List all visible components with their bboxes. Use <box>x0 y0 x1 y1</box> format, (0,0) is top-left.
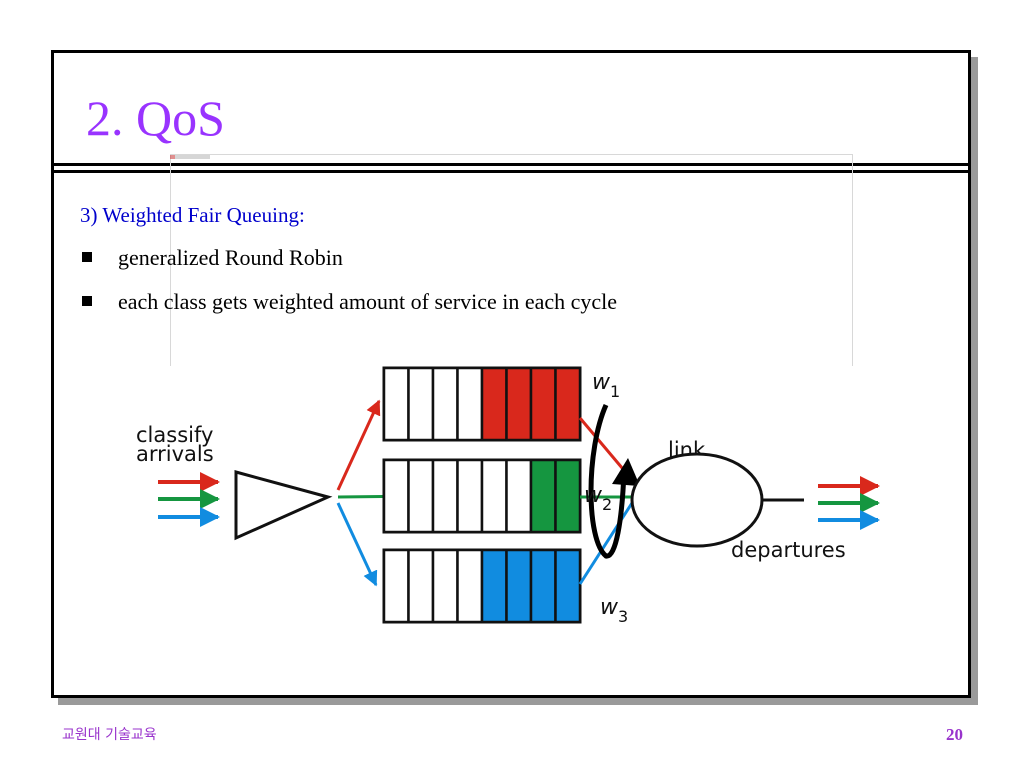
footer-organization: 교원대 기술교육 <box>62 727 157 743</box>
queue-1-slot-6-packet <box>505 366 533 442</box>
round-robin-arrowhead-icon <box>612 458 640 486</box>
slide-title: 2. QoS <box>86 90 225 146</box>
queue-3-slot-8-packet <box>554 548 582 624</box>
queue-2-slot-2-empty <box>407 458 435 534</box>
bullet-square-icon <box>82 296 92 306</box>
bullet-square-icon <box>82 252 92 262</box>
queue-2-slot-3-empty <box>431 458 459 534</box>
title-divider-bottom <box>51 170 971 173</box>
queue-1-slot-7-packet <box>529 366 557 442</box>
queue-2-slot-6-empty <box>505 458 533 534</box>
arrivals-label: arrivals <box>136 442 214 466</box>
queue-2-slot-7-packet <box>529 458 557 534</box>
queue-2-slot-1-empty <box>382 458 410 534</box>
departures-label: departures <box>731 538 846 562</box>
weight-3-sub: 3 <box>618 607 628 626</box>
queue-1-slot-5-packet <box>480 366 508 442</box>
classifier-triangle <box>234 470 333 541</box>
queue-1-slot-1-empty <box>382 366 410 442</box>
weight-2-sub: 2 <box>602 495 612 514</box>
queue-2-slot-4-empty <box>456 458 484 534</box>
weight-label-3: w3 <box>600 595 628 626</box>
round-robin-loop-icon <box>588 403 627 559</box>
bullet-list: generalized Round Robin each class gets … <box>80 244 617 332</box>
weight-1-base: w <box>592 370 611 395</box>
title-divider-top <box>51 163 971 166</box>
weight-3-base: w <box>600 595 619 620</box>
queue-3-slot-7-packet <box>529 548 557 624</box>
link-ellipse <box>630 452 764 548</box>
bullet-text-1: generalized Round Robin <box>118 245 343 270</box>
weight-1-sub: 1 <box>610 382 620 401</box>
queue3-to-link-line <box>578 502 634 585</box>
weight-2-base: w <box>584 483 603 508</box>
queue-1-slot-2-empty <box>407 366 435 442</box>
bullet-text-2: each class gets weighted amount of servi… <box>118 289 618 314</box>
queue-group <box>382 366 582 624</box>
queue-3-slot-4-empty <box>456 548 484 624</box>
route-red-arrow <box>336 399 381 491</box>
queue-3-slot-1-empty <box>382 548 410 624</box>
embedded-object-outline <box>170 154 853 366</box>
bullet-item-1: generalized Round Robin <box>80 244 617 288</box>
route-blue-arrow <box>336 502 378 587</box>
queue-1-slot-8-packet <box>554 366 582 442</box>
queue-1-slot-4-empty <box>456 366 484 442</box>
queue-3-slot-5-packet <box>480 548 508 624</box>
section-subtitle: 3) Weighted Fair Queuing: <box>80 203 305 227</box>
classify-label: classify <box>136 423 213 447</box>
weight-label-1: w1 <box>592 370 620 401</box>
queue-1-slot-3-empty <box>431 366 459 442</box>
queue1-to-link-line <box>578 417 630 476</box>
queue-3-slot-3-empty <box>431 548 459 624</box>
queue-2-slot-5-empty <box>480 458 508 534</box>
queue-3-slot-6-packet <box>505 548 533 624</box>
queue-2-slot-8-packet <box>554 458 582 534</box>
embedded-object-marker <box>170 155 210 159</box>
weight-label-2: w2 <box>584 483 612 514</box>
page-number: 20 <box>946 725 963 744</box>
queue-3-slot-2-empty <box>407 548 435 624</box>
bullet-item-2: each class gets weighted amount of servi… <box>80 288 617 332</box>
